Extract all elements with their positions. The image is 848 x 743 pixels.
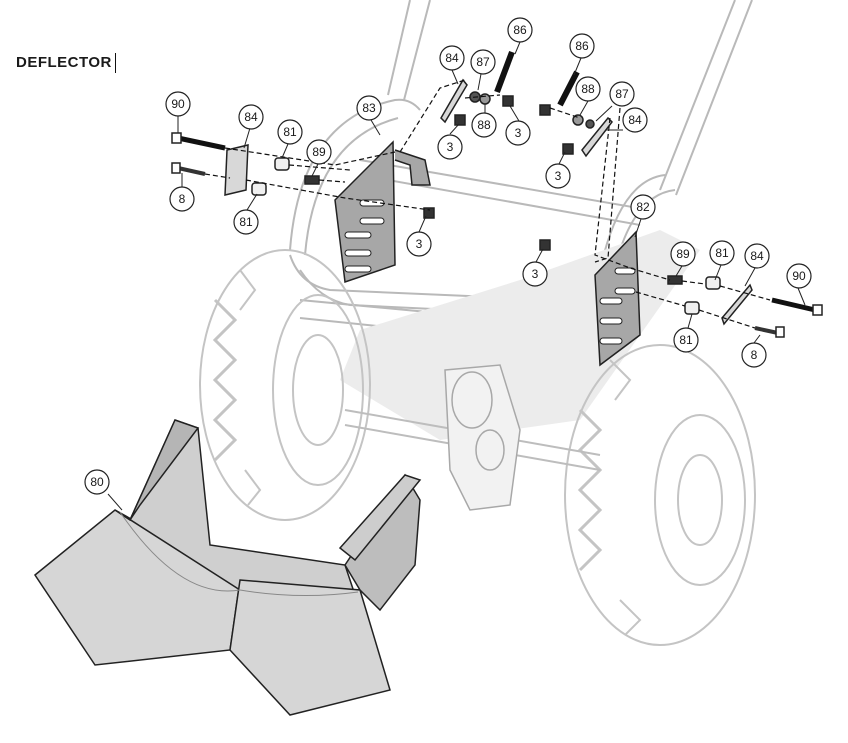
right-wheel	[564, 344, 756, 646]
callout-80: 80	[84, 469, 110, 495]
left-bracket-83	[334, 140, 431, 284]
callout-3-d: 3	[545, 163, 571, 189]
callout-83: 83	[356, 95, 382, 121]
callout-81-right-lower: 81	[673, 327, 699, 353]
callout-3-b: 3	[406, 231, 432, 257]
gearbox	[444, 364, 521, 511]
deflector-80	[33, 419, 422, 716]
callout-81-right-upper: 81	[709, 240, 735, 266]
leader-lines	[107, 41, 806, 511]
svg-text:83: 83	[362, 101, 376, 115]
callout-81-left-lower: 81	[233, 209, 259, 235]
svg-text:89: 89	[312, 145, 326, 159]
svg-text:87: 87	[615, 87, 629, 101]
svg-text:81: 81	[239, 215, 253, 229]
svg-text:84: 84	[244, 110, 258, 124]
left-wheel	[199, 249, 371, 521]
svg-text:86: 86	[575, 39, 589, 53]
callout-89-left: 89	[306, 139, 332, 165]
callout-90-left: 90	[165, 91, 191, 117]
callout-8-right: 8	[741, 342, 767, 368]
svg-text:88: 88	[477, 118, 491, 132]
svg-text:84: 84	[445, 51, 459, 65]
callout-3-c: 3	[505, 120, 531, 146]
callout-86-left: 86	[507, 17, 533, 43]
callout-84-left: 84	[238, 104, 264, 130]
svg-text:88: 88	[581, 82, 595, 96]
assembly-lines	[204, 79, 771, 329]
right-bracket-82	[594, 230, 641, 367]
callout-82: 82	[630, 194, 656, 220]
hardware	[171, 50, 823, 338]
callout-84-top-right: 84	[622, 107, 648, 133]
svg-text:89: 89	[676, 247, 690, 261]
svg-text:86: 86	[513, 23, 527, 37]
svg-text:84: 84	[628, 113, 642, 127]
svg-text:84: 84	[750, 249, 764, 263]
svg-text:3: 3	[532, 267, 539, 281]
callout-87-right: 87	[609, 81, 635, 107]
page-title: DEFLECTOR	[16, 53, 116, 73]
callout-3-e: 3	[522, 261, 548, 287]
svg-text:80: 80	[90, 475, 104, 489]
svg-text:90: 90	[171, 97, 185, 111]
svg-text:81: 81	[679, 333, 693, 347]
callout-3-a: 3	[437, 134, 463, 160]
callout-84-top-left: 84	[439, 45, 465, 71]
svg-text:81: 81	[283, 125, 297, 139]
callout-84-right: 84	[744, 243, 770, 269]
callout-87-left: 87	[470, 49, 496, 75]
svg-text:8: 8	[751, 348, 758, 362]
svg-text:3: 3	[515, 126, 522, 140]
callout-88-left: 88	[471, 112, 497, 138]
callout-81-left-upper: 81	[277, 119, 303, 145]
svg-text:3: 3	[416, 237, 423, 251]
svg-text:87: 87	[476, 55, 490, 69]
callout-88-right: 88	[575, 76, 601, 102]
callout-89-right: 89	[670, 241, 696, 267]
svg-text:82: 82	[636, 200, 650, 214]
callout-8-left: 8	[169, 186, 195, 212]
callout-90-right: 90	[786, 263, 812, 289]
svg-text:3: 3	[447, 140, 454, 154]
callout-86-right: 86	[569, 33, 595, 59]
svg-text:90: 90	[792, 269, 806, 283]
svg-text:3: 3	[555, 169, 562, 183]
svg-text:8: 8	[179, 192, 186, 206]
svg-text:81: 81	[715, 246, 729, 260]
